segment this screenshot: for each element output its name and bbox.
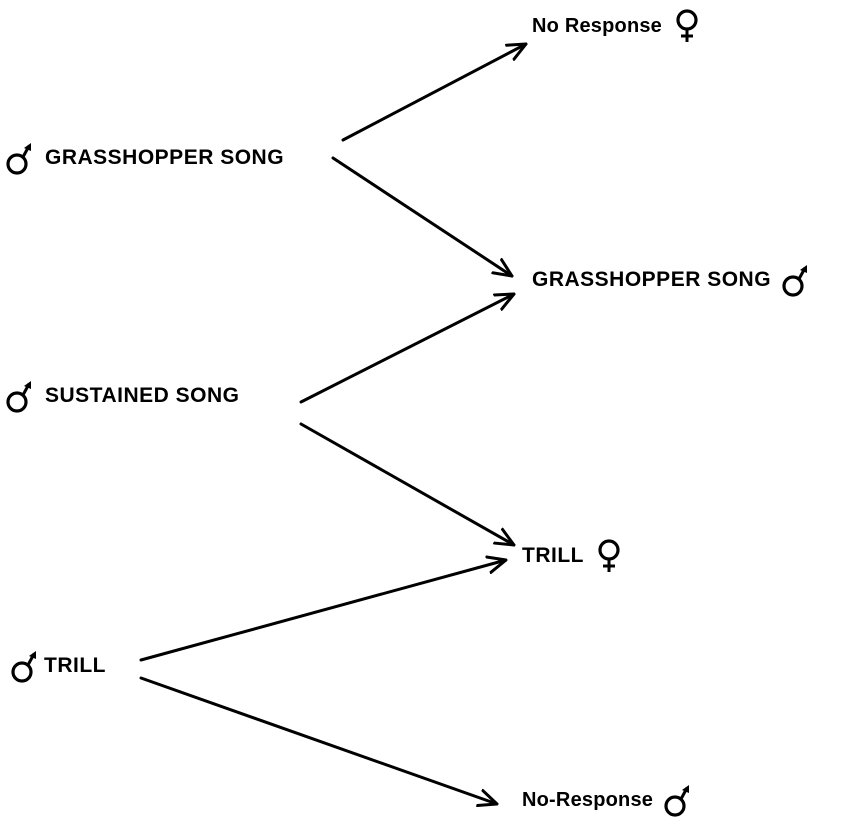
node-male-grasshopper-song: GRASSHOPPER SONG	[5, 140, 284, 176]
node-female-trill: TRILL	[522, 538, 624, 574]
node-male-sustained-song: SUSTAINED SONG	[5, 378, 239, 414]
node-female-no-response: No Response	[532, 8, 702, 44]
arrow-male-sustained-song-to-female-trill	[299, 422, 516, 547]
node-male-no-response: No-Response	[522, 782, 693, 818]
arrow-male-trill-to-female-trill	[139, 560, 508, 662]
node-label: No-Response	[522, 788, 654, 811]
node-label: SUSTAINED SONG	[45, 384, 240, 407]
node-label: No Response	[532, 14, 663, 37]
male-symbol-icon	[5, 140, 35, 176]
arrow-male-trill-to-male-no-response	[139, 676, 499, 804]
node-label: GRASSHOPPER SONG	[532, 268, 772, 291]
male-symbol-icon	[663, 782, 693, 818]
female-symbol-icon	[594, 538, 624, 574]
female-symbol-icon	[672, 8, 702, 44]
node-male-grasshopper-song-response: GRASSHOPPER SONG	[532, 262, 811, 298]
node-label: TRILL	[44, 654, 106, 677]
node-label: TRILL	[522, 544, 584, 567]
male-symbol-icon	[781, 262, 811, 298]
node-label: GRASSHOPPER SONG	[45, 146, 285, 169]
male-symbol-icon	[10, 648, 40, 684]
male-symbol-icon	[5, 378, 35, 414]
arrow-male-grasshopper-song-to-female-no-response	[341, 42, 528, 142]
node-male-trill: TRILL	[10, 648, 106, 684]
arrow-male-grasshopper-song-to-male-grasshopper-song-response	[331, 156, 514, 278]
arrow-male-sustained-song-to-male-grasshopper-song-response	[299, 292, 516, 404]
